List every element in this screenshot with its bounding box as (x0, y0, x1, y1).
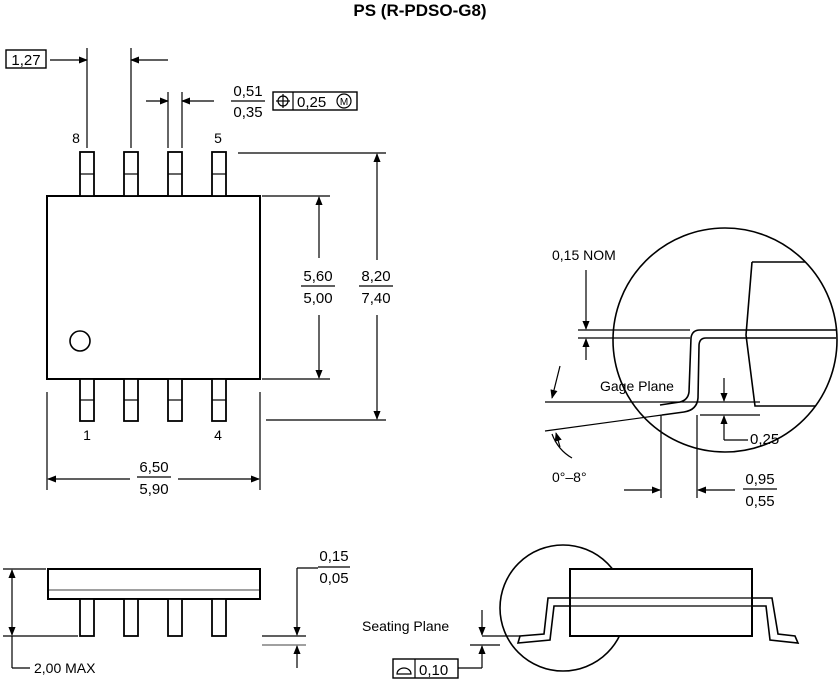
pitch-value: 1,27 (11, 52, 40, 69)
body-length-max: 6,50 (139, 459, 168, 476)
detail-circle (612, 227, 838, 453)
seating-plane-label: Seating Plane (362, 618, 449, 634)
pin-label-8: 8 (72, 130, 80, 146)
side-view: 2,00 MAX 0,15 0,05 (3, 548, 350, 676)
flatness-symbol-icon (396, 667, 412, 675)
lead-thickness-value: 0,15 NOM (552, 247, 616, 263)
standoff-min: 0,05 (319, 570, 348, 587)
gage-height-dimension: 0,25 (700, 378, 779, 448)
lead-width-dimension: 0,51 0,35 0,25 M (146, 83, 358, 148)
overall-length-dimension: 8,20 7,40 (238, 152, 393, 421)
pin-label-4: 4 (214, 427, 222, 443)
coplanarity-dimension: 0,10 (392, 610, 500, 679)
seating-plane-view: Seating Plane 0,10 (362, 544, 800, 679)
max-height-dimension: 2,00 MAX (3, 568, 96, 676)
foot-length-dimension: 0,95 0,55 (624, 415, 777, 510)
bottom-pins (79, 378, 227, 422)
gage-plane: Gage Plane (545, 378, 760, 403)
seating-body (569, 568, 753, 637)
body-width-min: 5,00 (303, 290, 332, 307)
lead-width-max: 0,51 (233, 83, 262, 100)
detail-seating-line (544, 414, 663, 432)
position-modifier: M (340, 97, 348, 108)
side-pins (79, 598, 227, 637)
position-tolerance: 0,25 (297, 94, 326, 111)
overall-length-min: 7,40 (361, 290, 390, 307)
body-length-dimension: 6,50 5,90 (46, 392, 261, 498)
package-body (46, 195, 261, 380)
max-height-value: 2,00 MAX (34, 660, 96, 676)
overall-length-max: 8,20 (361, 268, 390, 285)
standoff-max: 0,15 (319, 548, 348, 565)
mmc-modifier-icon (336, 93, 352, 109)
angle-value: 0°–8° (552, 469, 587, 485)
drawing-title: PS (R-PDSO-G8) (353, 1, 486, 20)
gage-height-value: 0,25 (750, 431, 779, 448)
pin1-indicator (69, 330, 91, 352)
body-width-max: 5,60 (303, 268, 332, 285)
position-symbol-icon (276, 94, 290, 108)
pin-label-5: 5 (214, 130, 222, 146)
side-body (47, 568, 261, 600)
gage-plane-label: Gage Plane (600, 378, 674, 394)
top-view: 8 5 1 4 1,27 0,51 0,35 (5, 48, 393, 498)
standoff-dimension: 0,15 0,05 (262, 548, 350, 668)
foot-length-min: 0,55 (745, 493, 774, 510)
angle-dimension: 0°–8° (550, 365, 587, 485)
body-length-min: 5,90 (139, 481, 168, 498)
body-width-dimension: 5,60 5,00 (262, 195, 335, 380)
lead-thickness-dimension: 0,15 NOM (552, 247, 690, 360)
foot-length-max: 0,95 (745, 471, 774, 488)
lead-detail-view: 0,15 NOM Gage Plane 0,25 0°–8° (544, 227, 838, 510)
pitch-dimension: 1,27 (5, 48, 168, 148)
top-pins (79, 151, 227, 197)
lead-width-min: 0,35 (233, 104, 262, 121)
coplanarity-value: 0,10 (419, 662, 448, 679)
pin-label-1: 1 (83, 427, 91, 443)
